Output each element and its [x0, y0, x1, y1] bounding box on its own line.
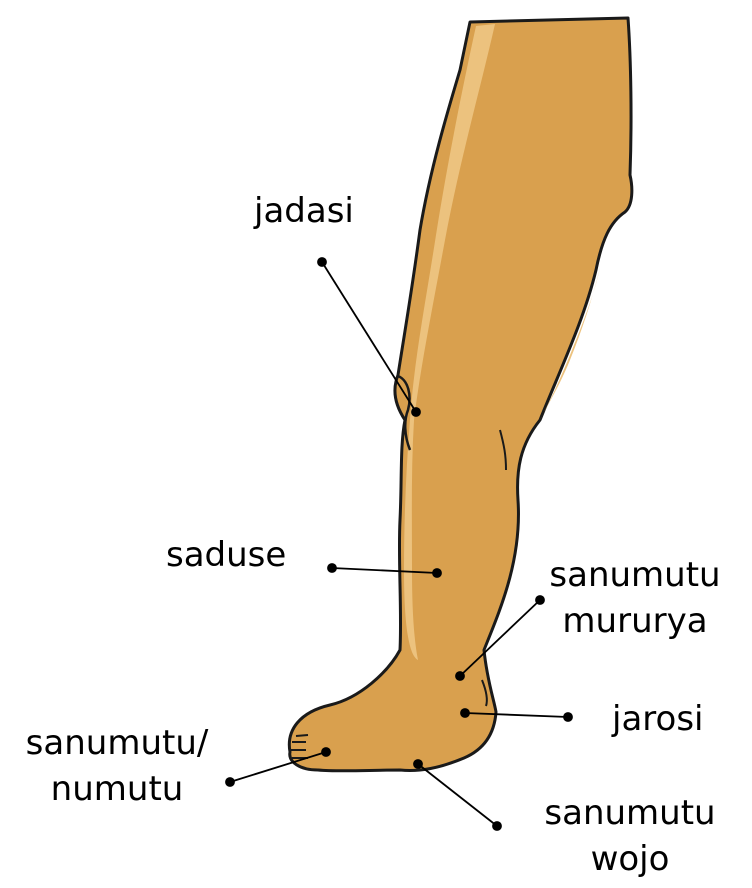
ankle-label-line-1: sanumutu [540, 552, 730, 598]
toes-label-line-1: sanumutu/ [12, 720, 222, 766]
toes-label-line-2: numutu [12, 766, 222, 812]
thigh-leader [322, 262, 416, 412]
ankle-label: sanumutu mururya [540, 552, 730, 644]
sole-label-line-1: sanumutu [530, 790, 730, 836]
sole-leader [418, 764, 497, 826]
sole-label-line-2: wojo [530, 836, 730, 882]
thigh-label: jadasi [254, 188, 354, 234]
toes-dot-inner [322, 748, 330, 756]
sole-label: sanumutu wojo [530, 790, 730, 882]
toes-label: sanumutu/ numutu [12, 720, 222, 812]
shin-dot-outer [328, 564, 336, 572]
ankle-dot-inner [456, 672, 464, 680]
heel-label: jarosi [612, 696, 703, 742]
toes-dot-outer [226, 778, 234, 786]
sole-dot-outer [493, 822, 501, 830]
shin-dot-inner [433, 569, 441, 577]
heel-dot-inner [461, 709, 469, 717]
ankle-label-line-2: mururya [540, 598, 730, 644]
shin-label: saduse [166, 532, 286, 578]
thigh-dot-inner [412, 408, 420, 416]
thigh-dot-outer [318, 258, 326, 266]
sole-dot-inner [414, 760, 422, 768]
heel-dot-outer [564, 713, 572, 721]
